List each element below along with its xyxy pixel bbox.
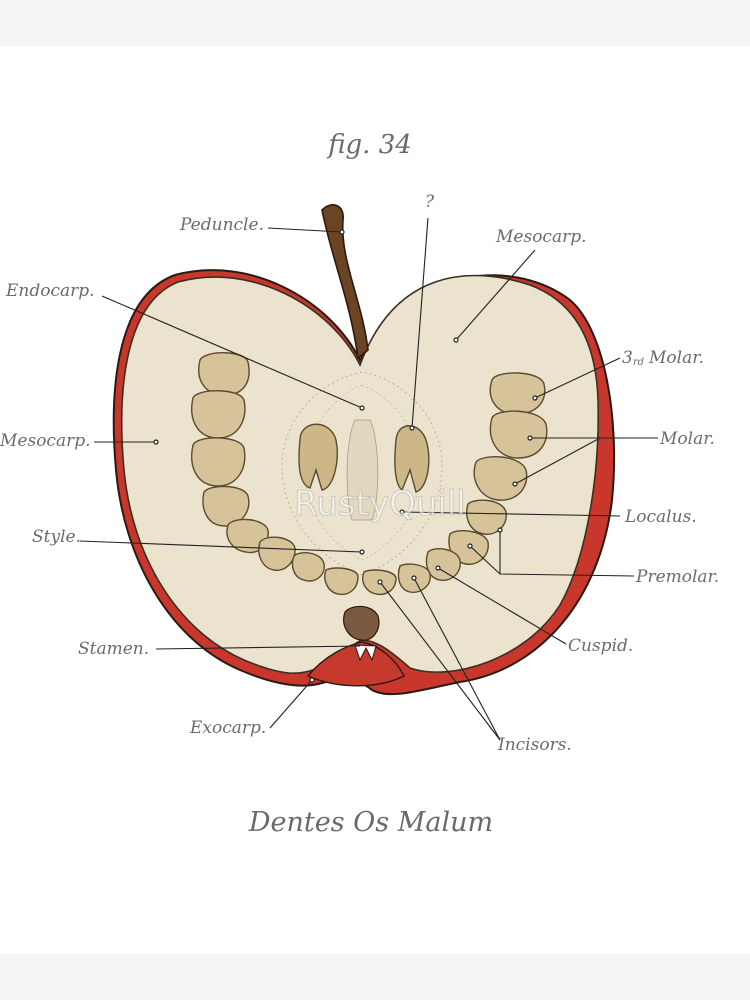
label-cuspid: Cuspid.	[568, 636, 633, 656]
leader-lines	[79, 217, 658, 741]
label-question: ?	[425, 192, 435, 212]
calyx-skin	[306, 641, 405, 687]
label-mesocarp-left: Mesocarp.	[0, 431, 91, 451]
stem	[321, 204, 369, 360]
figure-caption: Dentes Os Malum	[248, 807, 493, 838]
left-dental-arch	[191, 352, 359, 596]
right-dental-arch	[362, 372, 548, 596]
core-outline	[281, 371, 443, 576]
label-third-molar: 3rd Molar.	[622, 348, 704, 368]
label-peduncle: Peduncle.	[179, 215, 264, 235]
label-stamen: Stamen.	[78, 639, 149, 659]
figure-number: fig. 34	[326, 130, 412, 160]
label-premolar: Premolar.	[635, 567, 719, 587]
label-incisors: Incisors.	[497, 735, 572, 755]
core-inner-outline	[304, 384, 421, 561]
stamen	[343, 605, 380, 641]
label-style: Style.	[32, 527, 81, 547]
third-molar-number: 3	[622, 348, 633, 368]
third-molar-ordinal: rd	[633, 357, 644, 368]
label-molar: Molar.	[659, 429, 715, 449]
label-localus: Localus.	[624, 507, 697, 527]
third-molar-word: Molar.	[648, 348, 704, 368]
locule-chamber	[346, 419, 379, 521]
label-mesocarp-top: Mesocarp.	[495, 227, 587, 247]
watermark: RustyQuill	[294, 484, 465, 524]
label-exocarp: Exocarp.	[189, 718, 266, 738]
apple-cross-section	[112, 204, 616, 696]
seed-tooth-left	[298, 423, 338, 491]
label-endocarp: Endocarp.	[5, 281, 95, 301]
stamen-filaments	[354, 644, 377, 662]
